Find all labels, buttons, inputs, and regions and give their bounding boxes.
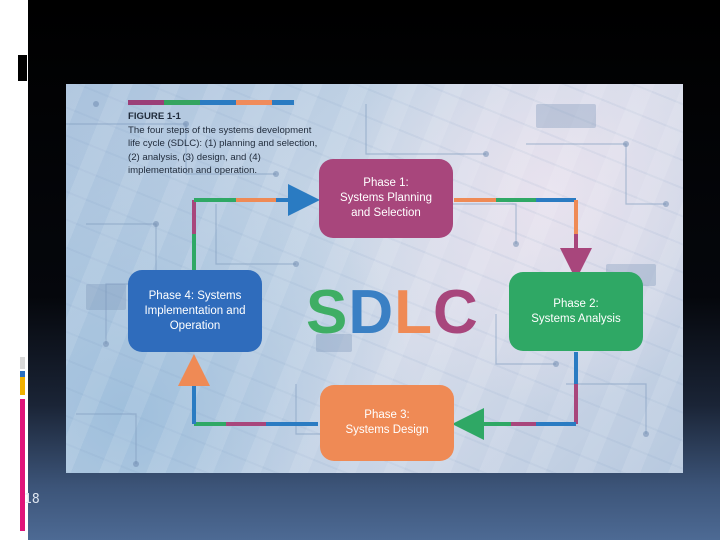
slide-marker [17, 54, 28, 82]
sdlc-letter-l: L [394, 278, 433, 347]
sdlc-letter-c: C [433, 278, 479, 347]
phase-2-box: Phase 2: Systems Analysis [509, 272, 643, 351]
sdlc-letter-s: S [306, 278, 348, 347]
sdlc-center-label: SDLC [306, 282, 479, 344]
phase-1-box: Phase 1: Systems Planning and Selection [319, 159, 453, 238]
side-bar-magenta [20, 399, 25, 531]
sdlc-figure: FIGURE 1-1 The four steps of the systems… [66, 84, 683, 473]
phase-4-box: Phase 4: Systems Implementation and Oper… [128, 270, 262, 352]
slide-number: 18 [24, 492, 40, 507]
sdlc-letter-d: D [348, 278, 394, 347]
side-bar-gray [20, 357, 25, 369]
side-bar-yellow [20, 377, 25, 395]
phase-3-box: Phase 3: Systems Design [320, 385, 454, 461]
